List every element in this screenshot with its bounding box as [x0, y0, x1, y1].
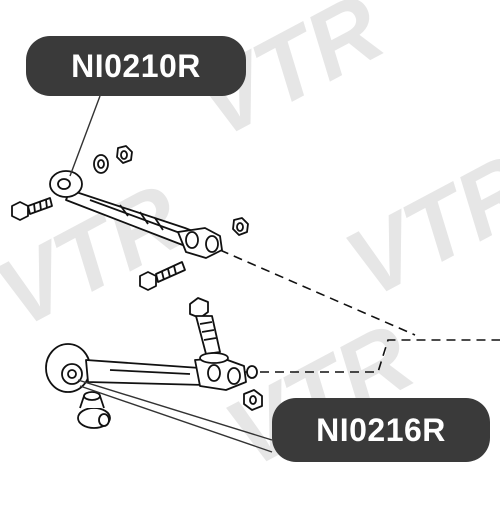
part-number-callout-upper: NI0210R	[26, 36, 246, 96]
lower-arm-assembly	[45, 297, 263, 429]
watermark-text-3: VTR	[330, 134, 500, 319]
watermark-text-2: VTR	[0, 164, 199, 349]
control-arm-icon	[65, 189, 223, 259]
bolt-icon	[77, 391, 111, 429]
bolt-icon	[139, 261, 186, 291]
dashed-line-lower	[245, 339, 500, 373]
leader-lines	[69, 95, 273, 453]
part-number-lower: NI0216R	[316, 411, 446, 448]
nut-icon	[232, 217, 249, 236]
dashed-line-upper	[219, 249, 416, 336]
bolt-icon	[11, 197, 53, 221]
nut-icon	[116, 145, 133, 164]
leader-lower-2	[79, 385, 273, 453]
leader-upper	[69, 95, 101, 177]
dashed-reference-lines	[219, 249, 500, 373]
part-number-upper: NI0210R	[71, 47, 201, 84]
bushing-icon	[49, 170, 83, 198]
bolt-icon	[189, 297, 229, 364]
washer-icon	[93, 154, 109, 174]
upper-arm-assembly	[11, 145, 249, 291]
leader-lower-1	[77, 379, 273, 441]
control-arm-icon	[85, 357, 247, 391]
part-number-callout-lower: NI0216R	[272, 398, 490, 462]
nut-icon	[243, 389, 263, 411]
bushing-icon	[45, 343, 91, 393]
washer-icon	[246, 365, 258, 379]
